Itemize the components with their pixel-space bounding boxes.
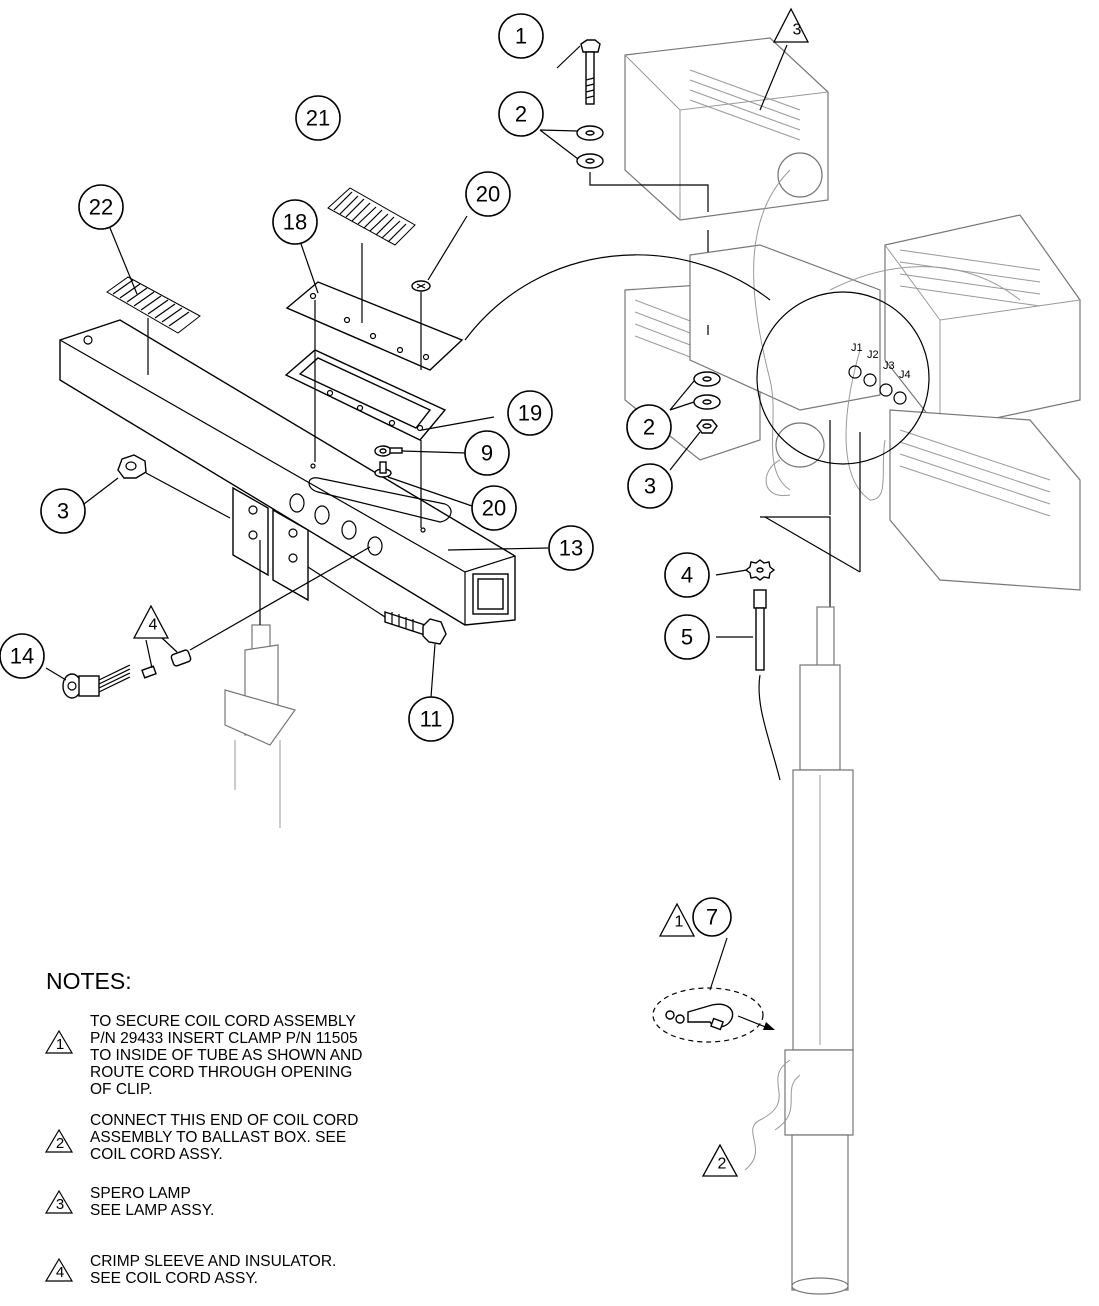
svg-text:18: 18 bbox=[283, 210, 307, 235]
note-2-flag: 2 bbox=[44, 1128, 74, 1153]
mounting-plates bbox=[232, 486, 309, 602]
ring-terminal bbox=[374, 445, 403, 457]
jack-label-j4: J4 bbox=[899, 369, 911, 381]
svg-text:21: 21 bbox=[306, 106, 330, 131]
note-3-text: SPERO LAMP SEE LAMP ASSY. bbox=[90, 1185, 215, 1219]
decal-22 bbox=[106, 276, 201, 334]
jack-connectors bbox=[848, 365, 907, 405]
svg-text:2: 2 bbox=[643, 415, 655, 440]
detail-circle bbox=[756, 291, 930, 465]
callout-9: 9 bbox=[464, 430, 510, 476]
callout-19: 19 bbox=[507, 390, 553, 436]
crossbar-tube bbox=[59, 319, 516, 626]
hex-nut-middle bbox=[696, 419, 718, 434]
callout-4: 4 bbox=[664, 552, 710, 598]
lamp-assembly bbox=[624, 37, 1081, 591]
svg-text:1: 1 bbox=[675, 914, 684, 931]
svg-text:11: 11 bbox=[420, 707, 443, 732]
notes-section: NOTES: 1 TO SECURE COIL CORD ASSEMBLY P/… bbox=[44, 968, 464, 1301]
svg-text:19: 19 bbox=[518, 401, 542, 426]
svg-text:2: 2 bbox=[718, 1156, 727, 1173]
telescoping-pole bbox=[744, 606, 854, 1295]
callout-22: 22 bbox=[78, 184, 124, 230]
svg-text:20: 20 bbox=[482, 496, 506, 521]
svg-text:3: 3 bbox=[793, 22, 802, 39]
svg-text:4: 4 bbox=[56, 1264, 64, 1281]
callout-5: 5 bbox=[664, 614, 710, 660]
note-1: 1 TO SECURE COIL CORD ASSEMBLY P/N 29433… bbox=[44, 1013, 464, 1098]
callout-21: 21 bbox=[295, 95, 341, 141]
note-4-flag: 4 bbox=[44, 1257, 74, 1282]
connector-plug bbox=[753, 589, 767, 671]
washer-top bbox=[576, 125, 604, 169]
stud bbox=[374, 461, 392, 478]
lower-bracket bbox=[224, 624, 296, 828]
notes-title: NOTES: bbox=[46, 968, 132, 994]
svg-text:13: 13 bbox=[559, 536, 583, 561]
callout-3: 3 bbox=[627, 463, 673, 509]
note-flag-2: 2 bbox=[701, 1143, 739, 1177]
svg-text:3: 3 bbox=[56, 1196, 64, 1213]
svg-text:1: 1 bbox=[515, 24, 527, 49]
jack-label-j2: J2 bbox=[867, 349, 879, 361]
insulator bbox=[170, 649, 192, 667]
callout-11: 11 bbox=[408, 696, 454, 742]
svg-text:2: 2 bbox=[56, 1135, 64, 1152]
callout-7: 7 bbox=[692, 897, 732, 937]
clamp bbox=[665, 1003, 734, 1031]
callout-2: 2 bbox=[498, 91, 544, 137]
jack-label-j3: J3 bbox=[883, 360, 895, 372]
note-flag-1: 1 bbox=[658, 902, 696, 937]
callout-13: 13 bbox=[548, 525, 594, 571]
note-2: 2 CONNECT THIS END OF COIL CORD ASSEMBLY… bbox=[44, 1112, 464, 1163]
callout-1: 1 bbox=[498, 13, 544, 59]
callout-18: 18 bbox=[272, 199, 318, 245]
note-flag-3: 3 bbox=[772, 7, 810, 43]
jack-label-j1: J1 bbox=[851, 342, 863, 354]
svg-text:22: 22 bbox=[89, 195, 113, 220]
note-3: 3 SPERO LAMP SEE LAMP ASSY. bbox=[44, 1185, 464, 1219]
leader-lines bbox=[45, 44, 788, 991]
decal-21 bbox=[327, 187, 416, 246]
note-4-text: CRIMP SLEEVE AND INSULATOR. SEE COIL COR… bbox=[90, 1253, 337, 1287]
clamp-detail-ellipse bbox=[652, 987, 764, 1043]
callout-20: 20 bbox=[471, 485, 517, 531]
hex-nut-left bbox=[117, 454, 147, 479]
hex-bolt-11 bbox=[384, 611, 447, 645]
crimp-sleeve bbox=[141, 665, 157, 679]
wire-harness-connector bbox=[62, 664, 131, 699]
note-flag-4: 4 bbox=[132, 604, 170, 639]
coil-cord-upper bbox=[758, 674, 781, 781]
gasket bbox=[284, 349, 447, 441]
svg-text:1: 1 bbox=[56, 1036, 64, 1053]
svg-text:3: 3 bbox=[57, 499, 69, 524]
callout-2: 2 bbox=[626, 404, 672, 450]
svg-text:2: 2 bbox=[515, 102, 527, 127]
note-3-flag: 3 bbox=[44, 1189, 74, 1214]
callout-3: 3 bbox=[40, 488, 86, 534]
svg-text:20: 20 bbox=[476, 182, 500, 207]
callout-14: 14 bbox=[0, 633, 45, 679]
note-2-text: CONNECT THIS END OF COIL CORD ASSEMBLY T… bbox=[90, 1112, 359, 1163]
note-4: 4 CRIMP SLEEVE AND INSULATOR. SEE COIL C… bbox=[44, 1253, 464, 1287]
note-1-text: TO SECURE COIL CORD ASSEMBLY P/N 29433 I… bbox=[90, 1013, 363, 1098]
note-1-flag: 1 bbox=[44, 1029, 74, 1054]
svg-text:3: 3 bbox=[644, 474, 656, 499]
svg-text:4: 4 bbox=[681, 563, 693, 588]
detail-leader-arc bbox=[464, 254, 771, 341]
svg-text:4: 4 bbox=[149, 617, 158, 634]
svg-text:5: 5 bbox=[681, 625, 693, 650]
svg-text:14: 14 bbox=[10, 644, 34, 669]
callout-20: 20 bbox=[465, 171, 511, 217]
cover-plate bbox=[285, 281, 464, 371]
svg-text:9: 9 bbox=[481, 441, 493, 466]
hex-bolt-top bbox=[580, 39, 601, 105]
svg-text:7: 7 bbox=[706, 905, 718, 930]
screw-top bbox=[411, 280, 431, 370]
star-washer bbox=[744, 559, 776, 581]
